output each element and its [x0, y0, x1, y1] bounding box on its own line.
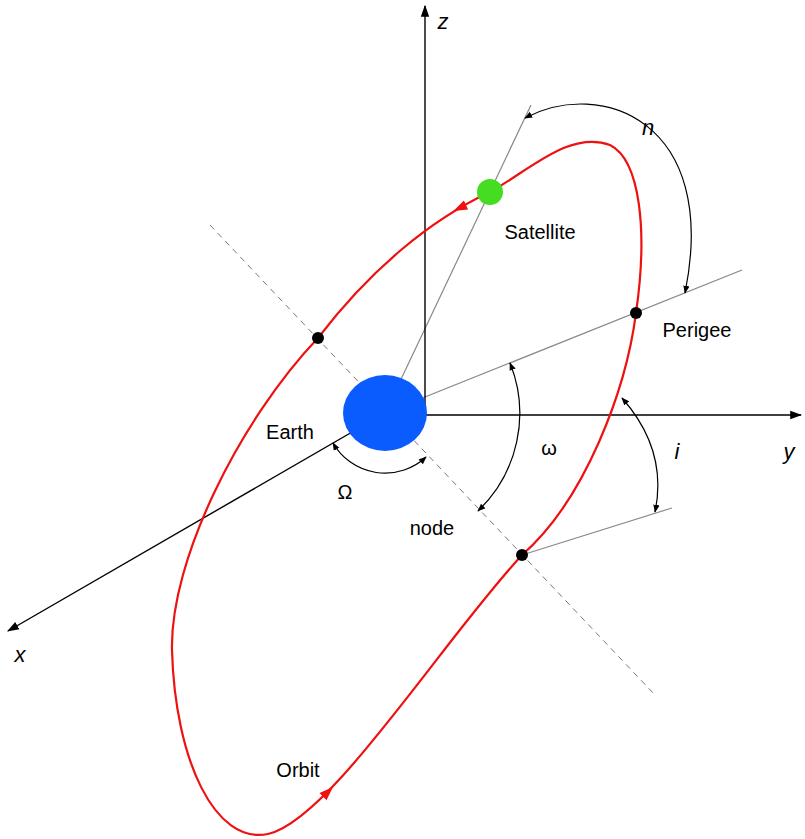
node-line: [210, 225, 655, 695]
z-axis: [424, 6, 425, 413]
orbit-ellipse: [172, 142, 641, 835]
mean-motion-arc: [525, 104, 691, 293]
y-axis: [425, 414, 801, 415]
angle-label: i: [675, 440, 680, 464]
point-label: node: [410, 517, 455, 539]
inclination-arc: [622, 398, 658, 512]
point-label: Perigee: [663, 319, 732, 341]
perigee-argument-arc: [478, 363, 520, 511]
orbit-direction-arrow: [453, 201, 468, 211]
body-label: Earth: [266, 421, 314, 443]
earth-body: [343, 375, 427, 451]
orbit-point: [312, 332, 324, 344]
body-label: Satellite: [504, 221, 575, 243]
orbit-point: [516, 549, 528, 561]
axis-label: x: [15, 643, 26, 667]
angle-label: n: [642, 116, 654, 140]
orbit-direction-arrow: [320, 787, 334, 800]
orbit-point: [630, 307, 642, 319]
angle-label: Ω: [338, 481, 353, 503]
axis-label: z: [438, 10, 449, 34]
axis-label: y: [784, 440, 795, 464]
perigee-line: [385, 270, 742, 413]
orbit-label: Orbit: [276, 759, 319, 781]
satellite-body: [477, 179, 503, 205]
x-axis: [8, 413, 385, 631]
satellite-line: [385, 105, 531, 413]
angle-label: ω: [541, 437, 557, 459]
